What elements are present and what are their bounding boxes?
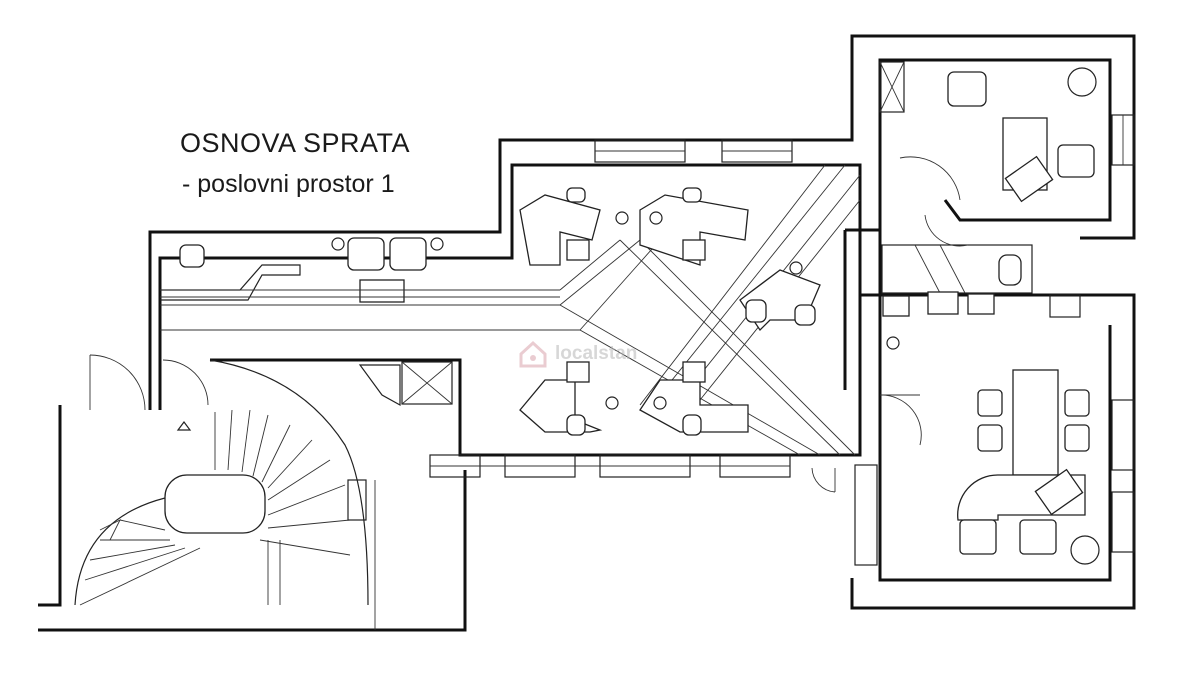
home-icon — [519, 340, 547, 368]
office-bottom-right — [879, 336, 1100, 565]
workstation-cluster — [519, 187, 821, 436]
office-top-right — [899, 67, 1097, 203]
entrance — [89, 354, 453, 431]
staircase — [74, 359, 376, 630]
plan-title: OSNOVA SPRATA — [180, 128, 411, 158]
windows — [429, 61, 1135, 566]
doors — [811, 214, 969, 493]
plan-subtitle: - poslovni prostor 1 — [182, 170, 395, 198]
watermark-text: localstan — [555, 343, 638, 364]
reception-desk — [160, 237, 444, 303]
kitchen-wc — [881, 244, 1033, 317]
watermark: localstan — [517, 334, 687, 374]
